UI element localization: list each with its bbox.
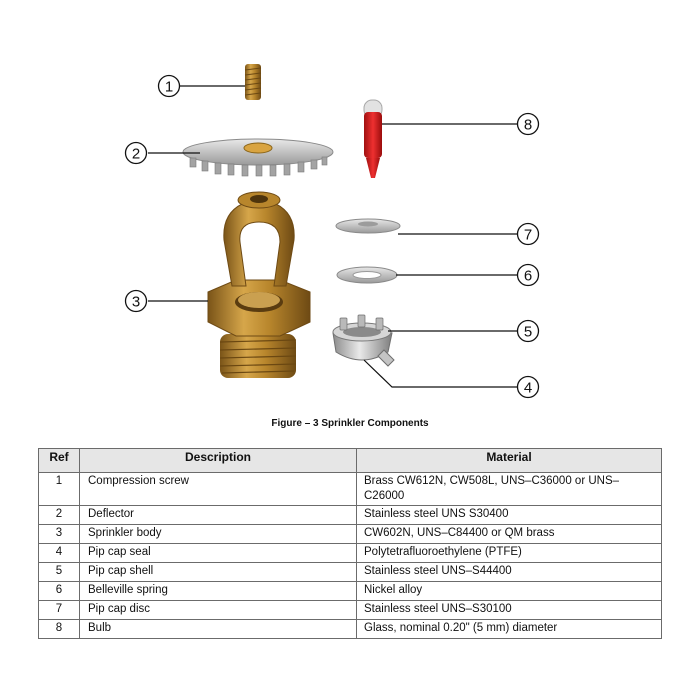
row-ref: 5 — [38, 562, 80, 582]
pip-cap-shell-part — [332, 314, 395, 367]
compression-screw-part — [244, 64, 262, 100]
callout-circle-8 — [516, 112, 540, 136]
callout-circle-3 — [124, 289, 148, 313]
row-ref: 7 — [38, 600, 80, 620]
table-row: 3 Sprinkler body CW602N, UNS–C84400 or Q… — [38, 524, 662, 544]
row-material: Polytetrafluoroethylene (PTFE) — [356, 543, 662, 563]
figure-caption: Figure – 3 Sprinkler Components — [271, 418, 429, 429]
row-ref: 4 — [38, 543, 80, 563]
callout-circle-7 — [516, 222, 540, 246]
sprinkler-exploded-figure: 1 2 3 8 7 6 5 4 — [124, 64, 540, 399]
table-row: 4 Pip cap seal Polytetrafluoroethylene (… — [38, 543, 662, 563]
row-material: Stainless steel UNS–S44400 — [356, 562, 662, 582]
row-material: Nickel alloy — [356, 581, 662, 601]
row-description: Pip cap seal — [79, 543, 357, 563]
row-material: Brass CW612N, CW508L, UNS–C36000 or UNS–… — [356, 472, 662, 506]
row-description: Bulb — [79, 619, 357, 639]
row-description: Pip cap disc — [79, 600, 357, 620]
components-table: Ref Description Material 1 Compression s… — [38, 448, 662, 639]
row-ref: 8 — [38, 619, 80, 639]
table-row: 2 Deflector Stainless steel UNS S30400 — [38, 505, 662, 525]
bulb-part — [363, 99, 383, 178]
table-row: 6 Belleville spring Nickel alloy — [38, 581, 662, 601]
table-row: 7 Pip cap disc Stainless steel UNS–S3010… — [38, 600, 662, 620]
belleville-spring-part — [336, 266, 398, 284]
table-row: 5 Pip cap shell Stainless steel UNS–S444… — [38, 562, 662, 582]
callout-number-2: 2 — [132, 146, 140, 163]
callout-number-8: 8 — [524, 117, 532, 134]
table-row: 8 Bulb Glass, nominal 0.20" (5 mm) diame… — [38, 619, 662, 639]
leader-line-4 — [363, 359, 517, 388]
row-material: Stainless steel UNS S30400 — [356, 505, 662, 525]
callout-circle-1 — [157, 74, 181, 98]
row-description: Sprinkler body — [79, 524, 357, 544]
callout-circle-2 — [124, 141, 148, 165]
row-material: Stainless steel UNS–S30100 — [356, 600, 662, 620]
header-material: Material — [356, 448, 662, 473]
callout-circle-5 — [516, 319, 540, 343]
row-ref: 2 — [38, 505, 80, 525]
row-material: CW602N, UNS–C84400 or QM brass — [356, 524, 662, 544]
callout-number-3: 3 — [132, 294, 140, 311]
row-description: Belleville spring — [79, 581, 357, 601]
deflector-part — [182, 138, 334, 177]
callout-circle-4 — [516, 375, 540, 399]
row-ref: 3 — [38, 524, 80, 544]
row-ref: 6 — [38, 581, 80, 601]
table-header-row: Ref Description Material — [38, 448, 662, 473]
row-description: Compression screw — [79, 472, 357, 506]
row-material: Glass, nominal 0.20" (5 mm) diameter — [356, 619, 662, 639]
row-description: Pip cap shell — [79, 562, 357, 582]
table-row: 1 Compression screw Brass CW612N, CW508L… — [38, 472, 662, 506]
header-ref: Ref — [38, 448, 80, 473]
callout-circle-6 — [516, 263, 540, 287]
pip-cap-disc-part — [335, 218, 401, 234]
callout-number-4: 4 — [524, 380, 532, 397]
callout-number-7: 7 — [524, 227, 532, 244]
row-description: Deflector — [79, 505, 357, 525]
callout-number-5: 5 — [524, 324, 532, 341]
callout-number-6: 6 — [524, 268, 532, 285]
sprinkler-body-part — [207, 191, 311, 378]
callout-number-1: 1 — [165, 79, 173, 96]
row-ref: 1 — [38, 472, 80, 506]
header-description: Description — [79, 448, 357, 473]
